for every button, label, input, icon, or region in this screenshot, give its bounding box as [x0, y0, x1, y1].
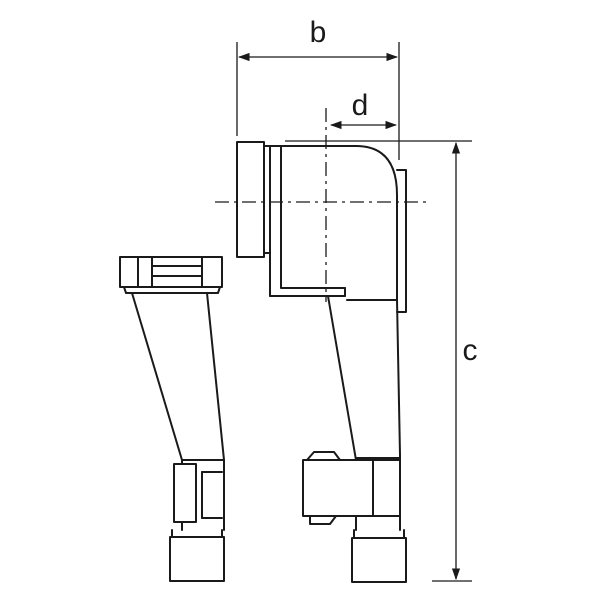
dimension-b: b	[236, 16, 400, 160]
side-connector-top-lip	[306, 451, 341, 461]
label-c: c	[463, 334, 478, 367]
side-connector-bottom-lip	[309, 515, 337, 525]
body-outline-right	[396, 299, 401, 531]
left-part-side-view	[119, 256, 225, 582]
back-plate	[396, 169, 407, 313]
elbow-housing	[269, 145, 398, 301]
left-body-outline-right	[206, 292, 225, 531]
label-b: b	[310, 16, 327, 49]
left-top-connector	[119, 256, 223, 288]
dimension-c: c	[285, 140, 478, 582]
side-connector	[302, 459, 374, 517]
body-outline-left	[327, 295, 357, 461]
right-flange	[236, 141, 265, 258]
label-d: d	[352, 89, 369, 122]
elbow-inner	[280, 145, 346, 289]
right-part-front-view	[215, 108, 428, 583]
dimension-d: d	[329, 89, 398, 130]
right-bottom-cap	[351, 537, 407, 583]
left-cap-top	[171, 529, 223, 538]
left-connector-neck	[123, 286, 221, 294]
right-cap-top	[353, 529, 405, 539]
left-bottom-cap	[169, 536, 225, 582]
left-lower-coupling	[173, 463, 197, 523]
